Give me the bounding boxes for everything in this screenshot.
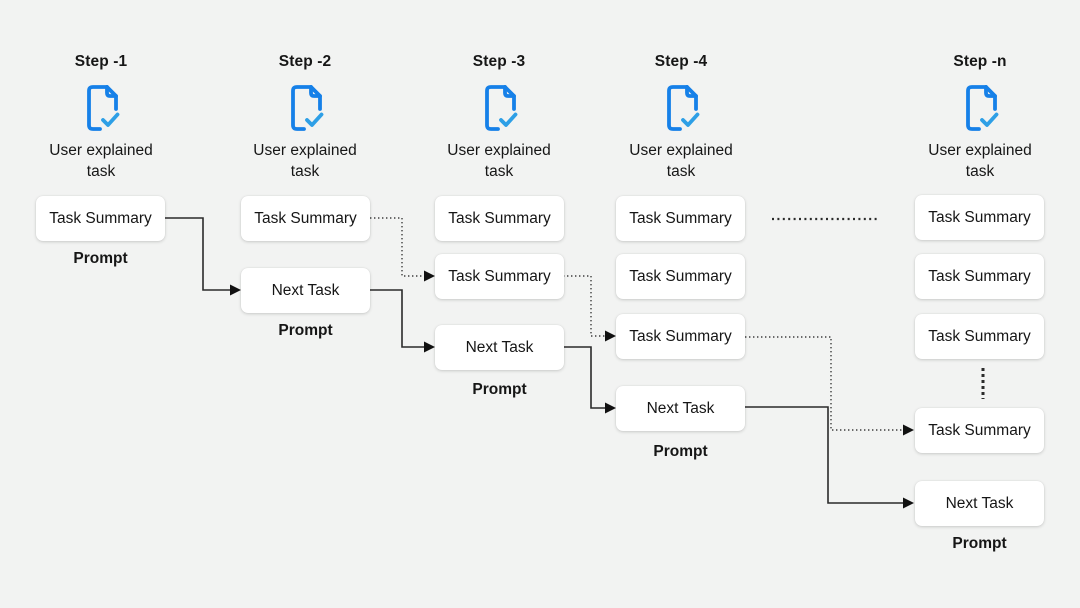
step-subtitle: User explained task	[447, 142, 551, 180]
task-summary-box: Task Summary	[616, 314, 745, 359]
step-label: Step -n	[953, 53, 1007, 70]
next-task-box: Next Task	[241, 268, 370, 313]
check-icon	[680, 112, 699, 127]
document-check-icon	[965, 85, 998, 131]
connector-step2-next-to-step3	[370, 289, 435, 353]
step-n-header: Step -n User explained task	[905, 53, 1055, 182]
connector-step2-summary-to-step3	[370, 217, 435, 282]
connector-step3-summary-to-step4	[563, 275, 616, 342]
next-task-box: Next Task	[435, 325, 564, 370]
step-subtitle: User explained task	[253, 142, 357, 180]
task-summary-box: Task Summary	[915, 314, 1044, 359]
document-check-icon	[86, 85, 119, 131]
connector-step3-next-to-step4	[563, 346, 616, 414]
step-subtitle: User explained task	[928, 142, 1032, 180]
check-icon	[979, 112, 998, 127]
step-1-header: Step -1 User explained task	[26, 53, 176, 182]
task-summary-box: Task Summary	[915, 195, 1044, 240]
step-label: Step -2	[278, 53, 332, 70]
task-summary-box: Task Summary	[616, 254, 745, 299]
document-check-icon	[290, 85, 323, 131]
task-summary-box: Task Summary	[435, 254, 564, 299]
check-icon	[304, 112, 323, 127]
step-3-header: Step -3 User explained task	[424, 53, 574, 182]
connector-step4-next-to-stepn	[745, 406, 914, 509]
prompt-label: Prompt	[472, 381, 527, 398]
prompt-label: Prompt	[952, 535, 1007, 552]
prompt-label: Prompt	[278, 322, 333, 339]
connector-step4-summary-to-stepn	[745, 336, 914, 436]
task-summary-box: Task Summary	[36, 196, 165, 241]
task-summary-box: Task Summary	[241, 196, 370, 241]
next-task-box: Next Task	[915, 481, 1044, 526]
task-summary-box: Task Summary	[616, 196, 745, 241]
connector-step1-to-step2	[165, 217, 241, 296]
document-check-icon	[666, 85, 699, 131]
step-2-header: Step -2 User explained task	[230, 53, 380, 182]
step-subtitle: User explained task	[629, 142, 733, 180]
next-task-box: Next Task	[616, 386, 745, 431]
step-label: Step -4	[654, 53, 708, 70]
check-icon	[498, 112, 517, 127]
step-subtitle: User explained task	[49, 142, 153, 180]
step-4-header: Step -4 User explained task	[606, 53, 756, 182]
task-summary-box: Task Summary	[915, 254, 1044, 299]
step-label: Step -3	[472, 53, 526, 70]
step-label: Step -1	[74, 53, 128, 70]
task-summary-box: Task Summary	[915, 408, 1044, 453]
check-icon	[100, 112, 119, 127]
task-summary-box: Task Summary	[435, 196, 564, 241]
document-check-icon	[484, 85, 517, 131]
prompt-label: Prompt	[73, 250, 128, 267]
prompt-label: Prompt	[653, 443, 708, 460]
